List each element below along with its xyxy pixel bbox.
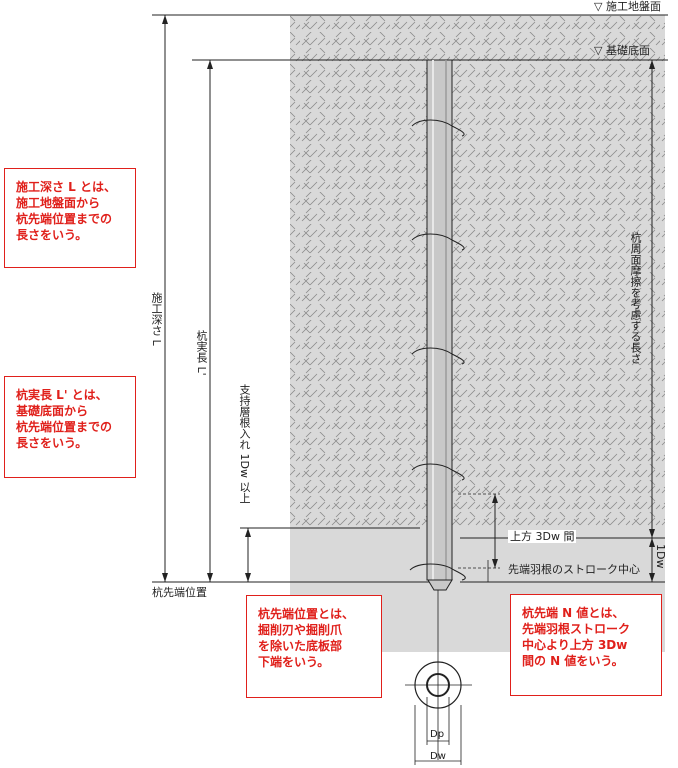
construction-depth-label: 施工深さ L [150,292,163,346]
pile-length-label: 杭実長 L' [195,330,208,376]
note-pile-length: 杭実長 L' とは、 基礎底面から 杭先端位置までの 長さをいう。 [4,376,136,478]
dim-1dw-arrow-bottom [649,573,655,582]
dp-label: Dp [430,729,445,740]
dim-depth-arrow-top [162,15,168,24]
note-tip-nvalue: 杭先端 N 値とは、 先端羽根ストローク 中心より上方 3Dw 間の N 値をい… [510,594,662,696]
dim-length-arrow-bottom [207,573,213,582]
dim-depth-arrow-bottom [162,573,168,582]
dw-label: Dw [430,751,446,762]
pile-shaft [426,59,453,581]
dim-friction-arrow-top [649,60,655,69]
tip-position-label: 杭先端位置 [152,586,207,599]
note-construction-depth: 施工深さ L とは、 施工地盤面から 杭先端位置までの 長さをいう。 [4,168,136,268]
dim-embed-arrow-top [245,528,251,537]
friction-length-label: 杭周面摩擦を考慮する長さ [629,232,642,364]
plan-wing-circle [414,661,462,709]
soil-layer [290,15,665,528]
dim-friction-arrow-bottom [649,529,655,538]
plan-pile-circle [426,673,450,697]
one-dw-label: 1Dw [654,544,667,569]
dim-1dw-arrow-top [649,538,655,547]
pile-tip [427,579,453,591]
note-tip-position: 杭先端位置とは、 掘削刃や掘削爪 を除いた底板部 下端をいう。 [246,595,382,698]
spiral-wings [409,119,466,581]
dim-embed-arrow-bottom [245,573,251,582]
stroke-center-label: 先端羽根のストローク中心 [508,563,640,576]
foundation-level-label: ▽ 基礎底面 [594,44,650,57]
dim-3dw-arrow-bottom [492,559,498,568]
dim-length-arrow-top [207,60,213,69]
ground-level-label: ▽ 施工地盤面 [594,0,661,13]
above-3dw-label: 上方 3Dw 間 [508,530,577,543]
dim-3dw-arrow-top [492,494,498,503]
embed-label: 支持層根入れ 1Dw 以上 [238,384,251,504]
